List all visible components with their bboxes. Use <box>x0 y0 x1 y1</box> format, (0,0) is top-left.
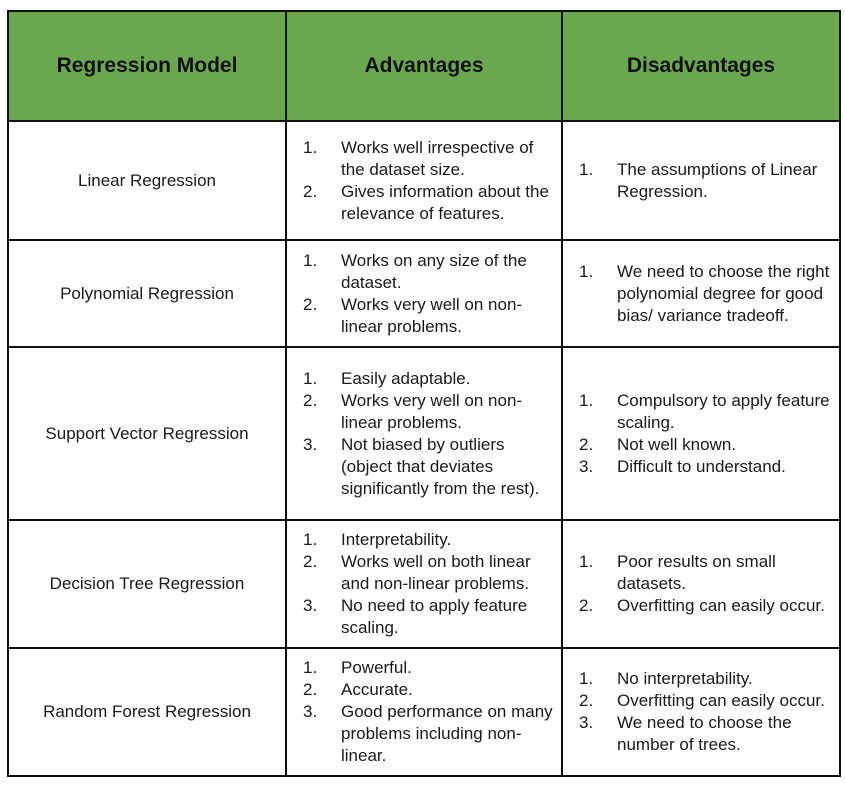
list-item: 3.Difficult to understand. <box>579 456 786 476</box>
table-row: Decision Tree Regression 1.Interpretabil… <box>7 519 841 649</box>
list-item: 3.Good performance on many problems incl… <box>303 702 553 765</box>
disadvantages-list: 1.Compulsory to apply feature scaling. 2… <box>563 390 839 478</box>
list-item: 1.We need to choose the right polynomial… <box>579 261 830 325</box>
list-item: 1.Works well irrespective of the dataset… <box>303 137 534 179</box>
model-name: Polynomial Regression <box>7 239 287 348</box>
disadvantages-cell: 1.Compulsory to apply feature scaling. 2… <box>561 346 841 521</box>
list-item: 3.Not biased by outliers (object that de… <box>303 434 540 498</box>
list-item: 1.Interpretability. <box>303 530 452 549</box>
model-name: Support Vector Regression <box>7 346 287 521</box>
list-item: 2.Works very well on non-linear problems… <box>303 294 523 336</box>
list-item: 1.Poor results on small datasets. <box>579 552 776 593</box>
disadvantages-cell: 1.Poor results on small datasets. 2.Over… <box>561 519 841 649</box>
model-name: Decision Tree Regression <box>7 519 287 649</box>
advantages-list: 1.Easily adaptable. 2.Works very well on… <box>287 368 561 500</box>
advantages-list: 1.Works well irrespective of the dataset… <box>287 137 561 225</box>
header-disadvantages: Disadvantages <box>561 10 841 122</box>
list-item: 1.The assumptions of Linear Regression. <box>579 159 818 201</box>
disadvantages-list: 1.Poor results on small datasets. 2.Over… <box>563 551 839 617</box>
list-item: 2.Accurate. <box>303 680 413 699</box>
table-row: Linear Regression 1.Works well irrespect… <box>7 120 841 241</box>
regression-comparison-table: Regression Model Advantages Disadvantage… <box>7 10 841 777</box>
list-item: 1.Powerful. <box>303 658 412 677</box>
list-item: 2.Not well known. <box>579 434 737 454</box>
list-item: 1.Compulsory to apply feature scaling. <box>579 390 830 432</box>
advantages-list: 1.Works on any size of the dataset. 2.Wo… <box>287 250 561 338</box>
disadvantages-cell: 1.The assumptions of Linear Regression. <box>561 120 841 241</box>
list-item: 2.Overfitting can easily occur. <box>579 596 825 615</box>
advantages-cell: 1.Works well irrespective of the dataset… <box>285 120 563 241</box>
advantages-list: 1.Interpretability. 2.Works well on both… <box>287 529 561 639</box>
table-row: Random Forest Regression 1.Powerful. 2.A… <box>7 647 841 777</box>
model-name: Random Forest Regression <box>7 647 287 777</box>
advantages-cell: 1.Works on any size of the dataset. 2.Wo… <box>285 239 563 348</box>
list-item: 2.Gives information about the relevance … <box>303 181 549 223</box>
header-advantages: Advantages <box>285 10 563 122</box>
advantages-cell: 1.Powerful. 2.Accurate. 3.Good performan… <box>285 647 563 777</box>
disadvantages-cell: 1.No interpretability. 2.Overfitting can… <box>561 647 841 777</box>
advantages-cell: 1.Interpretability. 2.Works well on both… <box>285 519 563 649</box>
list-item: 3.We need to choose the number of trees. <box>579 713 792 754</box>
table-row: Support Vector Regression 1.Easily adapt… <box>7 346 841 521</box>
disadvantages-list: 1.No interpretability. 2.Overfitting can… <box>563 668 839 756</box>
list-item: 1.No interpretability. <box>579 669 753 688</box>
advantages-cell: 1.Easily adaptable. 2.Works very well on… <box>285 346 563 521</box>
list-item: 2.Overfitting can easily occur. <box>579 691 825 710</box>
disadvantages-list: 1.The assumptions of Linear Regression. <box>563 159 839 203</box>
disadvantages-cell: 1.We need to choose the right polynomial… <box>561 239 841 348</box>
list-item: 1.Easily adaptable. <box>303 368 471 388</box>
list-item: 1.Works on any size of the dataset. <box>303 250 527 292</box>
disadvantages-list: 1.We need to choose the right polynomial… <box>563 261 839 327</box>
list-item: 2.Works very well on non-linear problems… <box>303 390 523 432</box>
header-regression-model: Regression Model <box>7 10 287 122</box>
list-item: 3.No need to apply feature scaling. <box>303 596 528 637</box>
model-name: Linear Regression <box>7 120 287 241</box>
table-header-row: Regression Model Advantages Disadvantage… <box>7 10 841 122</box>
advantages-list: 1.Powerful. 2.Accurate. 3.Good performan… <box>287 657 561 767</box>
table-row: Polynomial Regression 1.Works on any siz… <box>7 239 841 348</box>
list-item: 2.Works well on both linear and non-line… <box>303 552 531 593</box>
